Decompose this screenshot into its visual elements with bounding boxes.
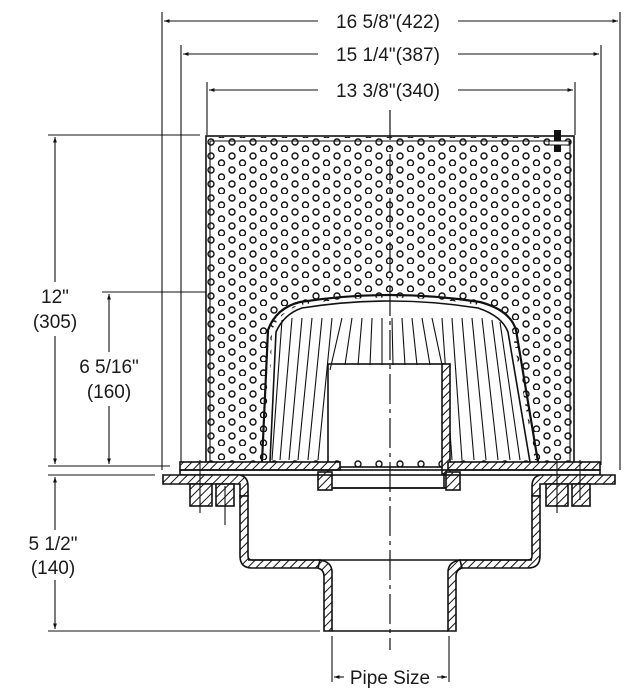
- dimension-screen-width: 13 3/8"(340): [206, 81, 576, 135]
- dome-height-in-label: 6 5/16": [79, 357, 139, 378]
- pipe-size-label: Pipe Size: [350, 668, 430, 689]
- dome-height-mm-label: (160): [87, 382, 131, 403]
- dimension-flange-width: 15 1/4"(387): [180, 45, 602, 465]
- body-depth-mm-label: (140): [31, 558, 75, 579]
- flange-width-label: 15 1/4"(387): [336, 45, 440, 66]
- dimension-screen-height: 12" (305): [33, 134, 200, 467]
- dimension-body-depth: 5 1/2" (140): [28, 474, 320, 632]
- screen-clip-bolt: [548, 130, 570, 152]
- dome-strainer: [260, 293, 540, 463]
- body-depth-in-label: 5 1/2": [28, 534, 77, 555]
- screen-width-label: 13 3/8"(340): [336, 81, 440, 102]
- dimension-overall-width: 16 5/8"(422): [161, 12, 621, 470]
- overall-width-label: 16 5/8"(422): [336, 12, 440, 33]
- screen-height-in-label: 12": [41, 287, 69, 308]
- dimension-pipe-size: Pipe Size: [331, 636, 450, 689]
- standpipe: [317, 363, 461, 491]
- screen-height-mm-label: (305): [33, 312, 77, 333]
- drain-body-flange: [162, 460, 616, 525]
